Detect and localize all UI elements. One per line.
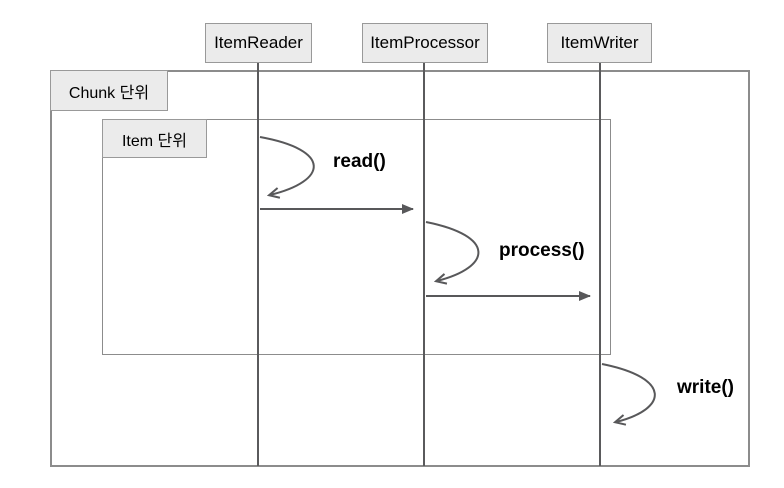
frame-chunk-unit-label-text: Chunk 단위 [68,84,150,102]
message-label-process: process() [499,240,585,261]
actor-label-item-writer: ItemWriter [560,33,639,52]
frame-item-unit-label: Item 단위 [102,119,207,158]
message-label-read: read() [333,151,386,172]
actor-box-item-reader: ItemReader [205,23,312,63]
actor-box-item-processor: ItemProcessor [362,23,488,63]
frame-chunk-unit [50,70,750,467]
frame-item-unit-label-text: Item 단위 [121,132,187,150]
actor-box-item-writer: ItemWriter [547,23,652,63]
actor-label-item-processor: ItemProcessor [370,33,480,52]
frame-item-unit [102,119,611,355]
actor-label-item-reader: ItemReader [214,33,303,52]
frame-chunk-unit-label: Chunk 단위 [50,70,168,111]
message-label-write: write() [677,377,734,398]
